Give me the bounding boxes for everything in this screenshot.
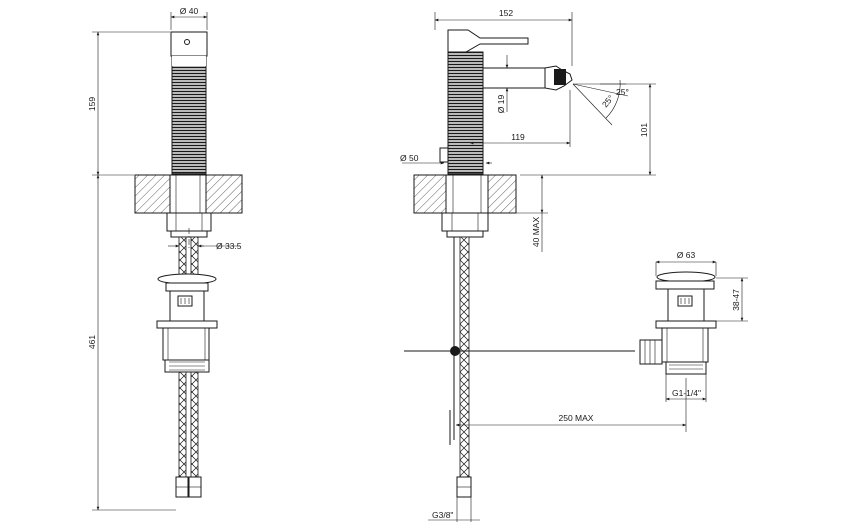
waste-outlet-thread <box>665 361 707 375</box>
front-deck-right <box>205 174 243 214</box>
dim-side-angle-upper: 25° <box>616 87 629 97</box>
dim-front-overall-height: 461 <box>87 335 97 349</box>
dim-front-hose-diameter: Ø 33.5 <box>216 241 242 251</box>
dim-waste-adjust-range: 38-47 <box>731 289 741 311</box>
side-hose <box>459 236 470 478</box>
waste-pivot-housing <box>639 339 663 365</box>
dim-side-angle-lower: 25° <box>600 93 616 109</box>
side-deck-right <box>487 174 517 214</box>
side-lever <box>447 29 529 53</box>
dim-front-spout-height: 159 <box>87 97 97 111</box>
side-view <box>404 29 635 498</box>
side-deck-left <box>413 174 447 214</box>
side-dimensions: 152 Ø 19 25° 25° 119 Ø 50 101 40 MAX <box>400 8 687 522</box>
side-spout <box>482 67 546 89</box>
front-dimensions: Ø 40 159 461 Ø 33.5 <box>87 6 242 511</box>
side-ribbed-body <box>447 51 484 175</box>
waste-dimensions: Ø 63 38-47 G1-1/4" <box>655 250 748 402</box>
side-linkage-joint <box>450 346 460 356</box>
front-waste-flange <box>156 320 218 329</box>
dim-side-spout-length: 119 <box>511 132 525 142</box>
front-deck-left <box>134 174 171 214</box>
dim-side-reach: 152 <box>499 8 513 18</box>
dim-waste-cap-diameter: Ø 63 <box>677 250 696 260</box>
waste-flange <box>655 320 717 329</box>
dim-side-deck-thickness: 40 MAX <box>531 217 541 248</box>
waste-view <box>639 271 717 375</box>
side-fixing-nut <box>441 212 489 232</box>
dim-side-rod-length: 250 MAX <box>559 413 594 423</box>
front-view <box>134 31 243 498</box>
dim-side-hose-thread: G3/8" <box>432 510 453 520</box>
front-shank <box>169 174 207 214</box>
dim-side-inlet-diameter: Ø 19 <box>496 95 506 114</box>
dim-front-body-diameter: Ø 40 <box>180 6 199 16</box>
dim-side-base-diameter: Ø 50 <box>400 153 419 163</box>
side-shank <box>445 174 489 214</box>
front-ribbed-body <box>171 55 207 175</box>
dim-waste-outlet-thread: G1-1/4" <box>672 388 701 398</box>
front-indicator-dot <box>184 39 190 45</box>
dim-side-outlet-height: 101 <box>639 123 649 137</box>
